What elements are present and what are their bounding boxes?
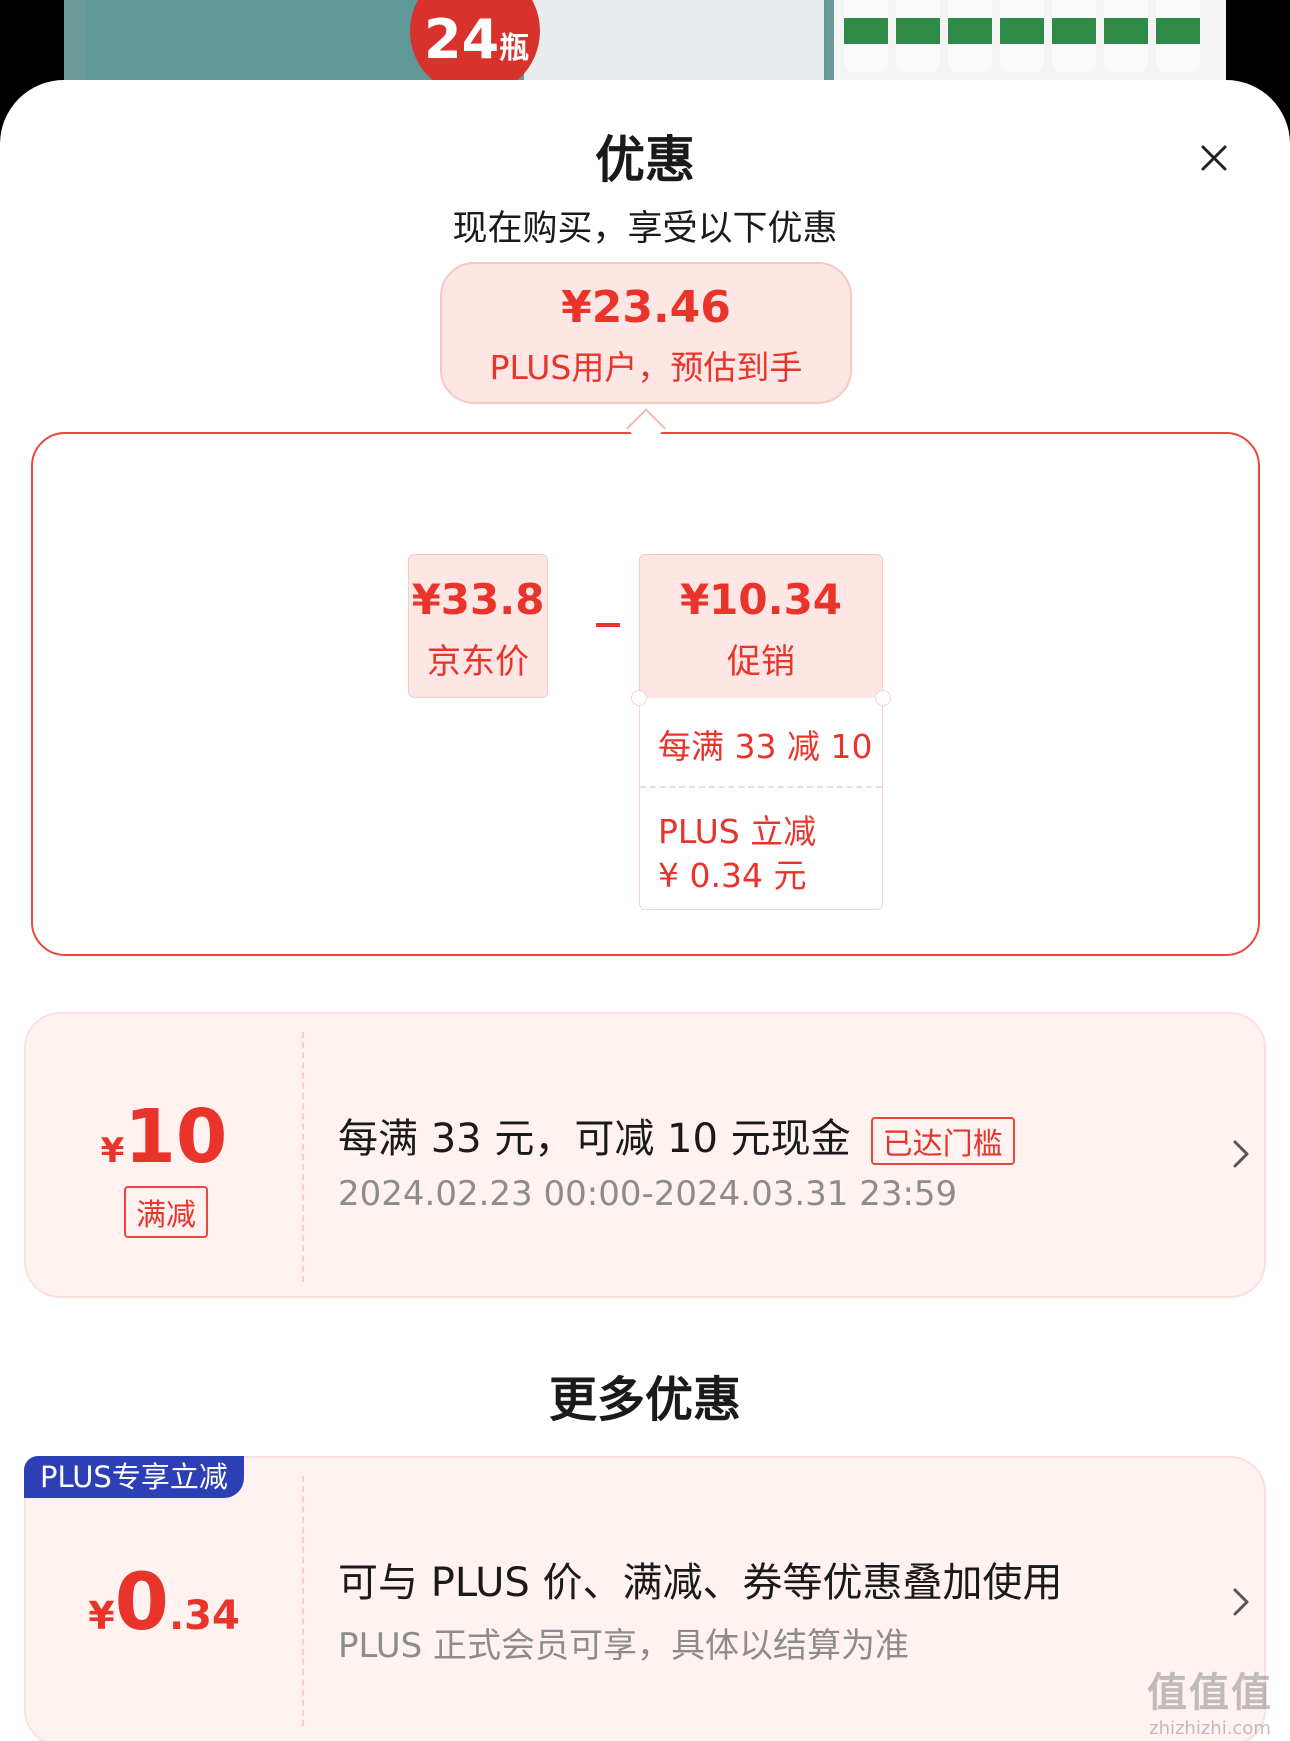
plus-exclusive-badge: PLUS专享立减	[24, 1456, 244, 1498]
coupon-amount: ¥0.34	[26, 1558, 302, 1648]
coupon-divider	[302, 1476, 304, 1726]
coupon-divider	[302, 1032, 304, 1282]
bottle-image	[1156, 0, 1200, 72]
promo-value: ¥10.34	[679, 575, 843, 624]
product-image-right	[834, 0, 1226, 90]
promo-detail-plus-amount: ¥ 0.34 元	[658, 856, 807, 895]
bottle-image	[896, 0, 940, 72]
close-icon	[1201, 145, 1227, 171]
promo-detail-divider	[640, 786, 882, 788]
sheet-title: 优惠	[595, 131, 695, 189]
chevron-right-icon[interactable]	[1226, 1134, 1256, 1174]
coupon-currency: ¥	[100, 1131, 125, 1171]
bottle-image	[948, 0, 992, 72]
calculation-title: 现在购买，享受以下优惠	[452, 209, 838, 249]
estimated-price-label: PLUS用户，预估到手	[489, 348, 803, 387]
threshold-reached-badge: 已达门槛	[870, 1117, 1015, 1165]
product-image-strip: 24瓶	[64, 0, 1226, 90]
badge-number: 24	[424, 8, 500, 71]
coupon-amount-int: 0	[114, 1558, 169, 1648]
bottle-image	[1000, 0, 1044, 72]
jd-price-value: ¥33.8	[411, 575, 545, 624]
chevron-right-icon[interactable]	[1226, 1582, 1256, 1622]
ticket-notch-right	[875, 690, 891, 706]
promo-label: 促销	[727, 642, 795, 682]
coupon-description-row: 每满 33 元，可减 10 元现金已达门槛	[338, 1106, 1015, 1165]
product-image-bottle	[524, 0, 824, 90]
more-discounts-title: 更多优惠	[548, 1372, 741, 1428]
badge-unit: 瓶	[499, 31, 530, 66]
bottle-image	[844, 0, 888, 72]
coupon-note: PLUS 正式会员可享，具体以结算为准	[338, 1626, 910, 1666]
coupon-validity: 2024.02.23 00:00-2024.03.31 23:59	[338, 1174, 958, 1214]
promo-detail-plus-title: PLUS 立减	[658, 812, 817, 851]
minus-sign	[596, 623, 620, 627]
jd-price-label: 京东价	[427, 642, 529, 682]
coupon-amount-value: 10	[124, 1094, 228, 1180]
close-button[interactable]	[1186, 130, 1242, 186]
estimated-price-bubble: ¥23.46 PLUS用户，预估到手	[440, 262, 852, 404]
discount-sheet: 优惠 ¥23.46 PLUS用户，预估到手 现在购买，享受以下优惠 ¥33.8 …	[0, 80, 1290, 1741]
coupon-description: 每满 33 元，可减 10 元现金	[338, 1116, 851, 1162]
coupon-currency: ¥	[88, 1594, 115, 1638]
promo-detail-full-reduction: 每满 33 减 10	[658, 727, 873, 766]
estimated-price: ¥23.46	[561, 282, 731, 333]
bottle-image	[1104, 0, 1148, 72]
watermark-mark: 值值值	[1147, 1670, 1273, 1716]
coupon-description: 可与 PLUS 价、满减、券等优惠叠加使用	[338, 1560, 1063, 1606]
coupon-amount-dec: .34	[168, 1593, 240, 1639]
bottle-count-badge: 24瓶	[410, 0, 540, 90]
coupon-type-tag: 满减	[124, 1186, 208, 1238]
coupon-amount: ¥10	[26, 1094, 302, 1180]
coupon-full-reduction[interactable]: ¥10 满减 每满 33 元，可减 10 元现金已达门槛 2024.02.23 …	[24, 1012, 1266, 1298]
promo-detail-list: 每满 33 减 10 PLUS 立减 ¥ 0.34 元	[639, 698, 883, 910]
site-watermark: 值值值 zhizhizhi.com	[1140, 1660, 1280, 1739]
promo-detail-plus: PLUS 立减 ¥ 0.34 元	[658, 810, 816, 898]
bottle-image	[1052, 0, 1096, 72]
jd-price-chip: ¥33.8 京东价	[408, 554, 548, 698]
coupon-plus-discount[interactable]: ¥0.34 可与 PLUS 价、满减、券等优惠叠加使用 PLUS 正式会员可享，…	[24, 1456, 1266, 1741]
watermark-site: zhizhizhi.com	[1149, 1718, 1271, 1739]
promo-chip: ¥10.34 促销	[639, 554, 883, 698]
ticket-notch-left	[631, 690, 647, 706]
